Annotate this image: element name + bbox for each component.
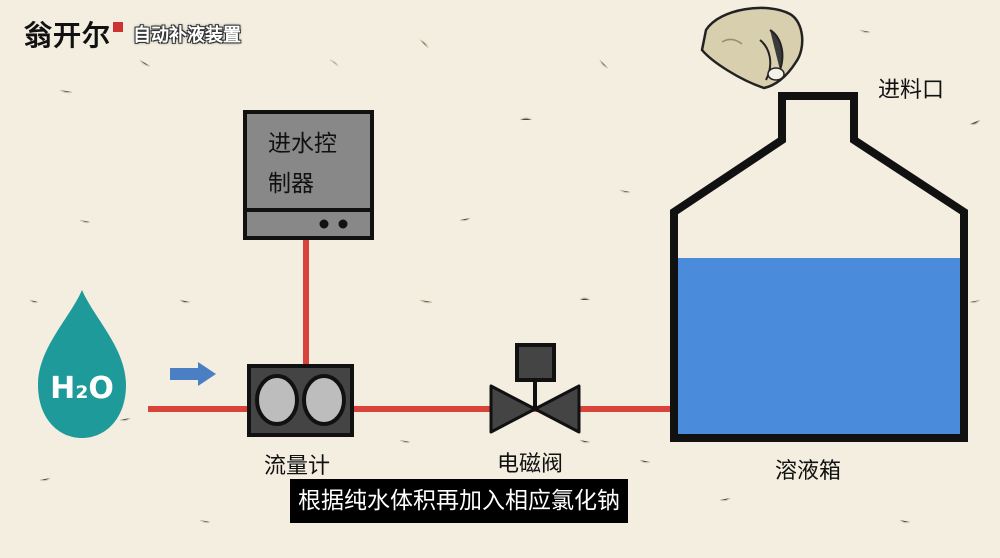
salt-sack-icon [700, 6, 804, 90]
controller-label: 进水控 制器 [268, 124, 368, 204]
controller-label-line1: 进水控 [268, 131, 337, 157]
controller-indicator-left [319, 219, 329, 229]
paper-texture [29, 29, 981, 524]
inlet-label: 进料口 [878, 78, 945, 103]
water-drop-icon: H₂O [38, 290, 126, 438]
page-title: 自动补液装置 [133, 25, 242, 46]
brand-header: 翁开尔 自动补液装置 [24, 14, 241, 54]
flow-meter [247, 364, 354, 437]
controller-indicator-right [338, 219, 348, 229]
brand-seal-icon [113, 22, 124, 32]
solution-tank [670, 92, 968, 442]
solenoid-valve [489, 343, 581, 434]
flow-meter-dial-left [255, 374, 299, 426]
water-drop-label: H₂O [50, 371, 114, 406]
subtitle-caption: 根据纯水体积再加入相应氯化钠 [290, 479, 628, 523]
controller-label-line2: 制器 [268, 171, 314, 197]
brand-logo: 翁开尔 [24, 19, 112, 52]
tank-label: 溶液箱 [775, 459, 842, 484]
flowmeter-label: 流量计 [264, 454, 331, 479]
flow-arrow-icon [170, 362, 216, 386]
valve-label: 电磁阀 [497, 452, 564, 477]
flow-meter-dial-right [302, 374, 346, 426]
tank-water-fill [678, 258, 961, 437]
water-inlet-controller [243, 110, 374, 240]
